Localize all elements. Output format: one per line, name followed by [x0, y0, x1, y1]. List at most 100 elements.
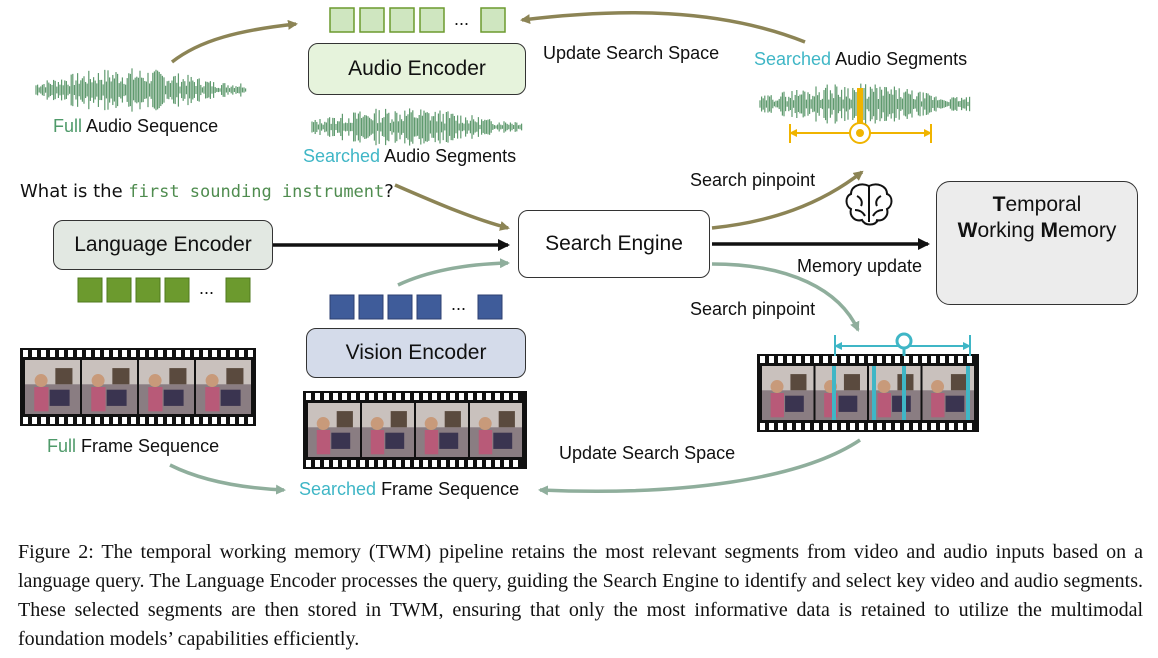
sprocket-hole — [86, 350, 91, 357]
sprocket-hole — [59, 417, 64, 424]
video-frame-object — [950, 374, 967, 391]
video-frame-furniture — [385, 432, 405, 449]
sprocket-hole — [913, 356, 918, 363]
sprocket-hole — [104, 350, 109, 357]
sprocket-hole — [131, 417, 136, 424]
arrow-update-search-space-audio — [520, 10, 806, 44]
sprocket-hole — [203, 417, 208, 424]
sprocket-hole — [342, 460, 347, 467]
pinpoint-highlight — [832, 366, 836, 420]
video-frame-figure-body — [370, 430, 385, 455]
sprocket-hole — [868, 356, 873, 363]
sprocket-hole — [814, 423, 819, 430]
arrow-update-search-space-vision — [538, 438, 861, 496]
sprocket-hole — [441, 393, 446, 400]
sprocket-hole — [230, 417, 235, 424]
sprocket-hole — [387, 393, 392, 400]
sprocket-hole — [104, 417, 109, 424]
sprocket-hole — [315, 393, 320, 400]
video-frame-furniture — [945, 395, 965, 412]
sprocket-hole — [495, 460, 500, 467]
sprocket-hole — [194, 350, 199, 357]
video-frame-figure-body — [424, 430, 439, 455]
sprocket-hole — [185, 417, 190, 424]
video-frame-figure — [316, 417, 330, 430]
sprocket-hole — [841, 356, 846, 363]
sprocket-hole — [414, 460, 419, 467]
update-search-space-bottom-label: Update Search Space — [559, 443, 736, 463]
sprocket-hole — [513, 460, 518, 467]
sprocket-hole — [949, 423, 954, 430]
sprocket-hole — [423, 393, 428, 400]
update-search-space-top-label: Update Search Space — [543, 43, 720, 63]
sprocket-hole — [477, 393, 482, 400]
sprocket-hole — [468, 393, 473, 400]
sprocket-hole — [805, 356, 810, 363]
vision-token-ellipsis: ... — [451, 294, 466, 314]
language-token — [106, 277, 132, 303]
video-frame-object — [169, 368, 187, 385]
sprocket-hole — [387, 460, 392, 467]
searched-audio-segments-label: Searched Audio Segments — [303, 146, 517, 166]
sprocket-hole — [940, 356, 945, 363]
video-frame-furniture — [220, 389, 241, 406]
video-frame-figure — [205, 374, 219, 387]
sprocket-hole — [158, 350, 163, 357]
sprocket-hole — [113, 350, 118, 357]
sprocket-hole — [931, 423, 936, 430]
video-frame-figure-body — [770, 393, 785, 418]
sprocket-hole — [176, 417, 181, 424]
video-frame-figure — [91, 374, 105, 387]
arrow-vision-to-search-engine — [397, 258, 510, 287]
sprocket-hole — [432, 460, 437, 467]
video-frame-figure-body — [316, 430, 331, 455]
sprocket-hole — [958, 356, 963, 363]
sprocket-hole — [149, 417, 154, 424]
sprocket-hole — [805, 423, 810, 430]
sprocket-hole — [396, 460, 401, 467]
video-frame-furniture — [49, 389, 70, 406]
sprocket-hole — [113, 417, 118, 424]
sprocket-hole — [504, 460, 509, 467]
sprocket-hole — [859, 356, 864, 363]
sprocket-hole — [122, 417, 127, 424]
sprocket-hole — [77, 417, 82, 424]
vision-token — [387, 294, 413, 320]
sprocket-hole — [140, 350, 145, 357]
full-audio-sequence-label: Full Audio Sequence — [53, 116, 219, 136]
search-pinpoint-bottom-label: Search pinpoint — [690, 299, 816, 319]
sprocket-hole — [787, 423, 792, 430]
video-frame-object — [336, 411, 353, 428]
sprocket-hole — [248, 350, 253, 357]
video-frame-figure — [370, 417, 384, 430]
sprocket-hole — [360, 393, 365, 400]
sprocket-hole — [850, 356, 855, 363]
searched-audio-segments-right-label: Searched Audio Segments — [754, 49, 968, 69]
video-frame-object — [790, 374, 807, 391]
video-frame-figure — [931, 380, 945, 393]
sprocket-hole — [50, 350, 55, 357]
full-audio-waveform — [35, 68, 247, 112]
sprocket-hole — [459, 393, 464, 400]
video-frame-figure — [877, 380, 891, 393]
sprocket-hole — [315, 460, 320, 467]
sprocket-hole — [131, 350, 136, 357]
video-frame-furniture — [439, 432, 459, 449]
sprocket-hole — [221, 350, 226, 357]
arrow-search-engine-to-frames — [711, 262, 860, 332]
brain-icon — [845, 183, 893, 226]
sprocket-hole — [778, 356, 783, 363]
language-token — [77, 277, 103, 303]
sprocket-hole — [140, 417, 145, 424]
sprocket-hole — [922, 423, 927, 430]
vision-token — [477, 294, 503, 320]
language-token — [225, 277, 251, 303]
video-frame-furniture — [163, 389, 184, 406]
sprocket-hole — [787, 356, 792, 363]
video-frame-figure-body — [34, 387, 49, 412]
search-pinpoint-top-label: Search pinpoint — [690, 170, 816, 190]
audio-pinpoint-marker — [789, 88, 932, 144]
video-frame-figure-body — [205, 387, 220, 412]
sprocket-hole — [832, 356, 837, 363]
sprocket-hole — [868, 423, 873, 430]
